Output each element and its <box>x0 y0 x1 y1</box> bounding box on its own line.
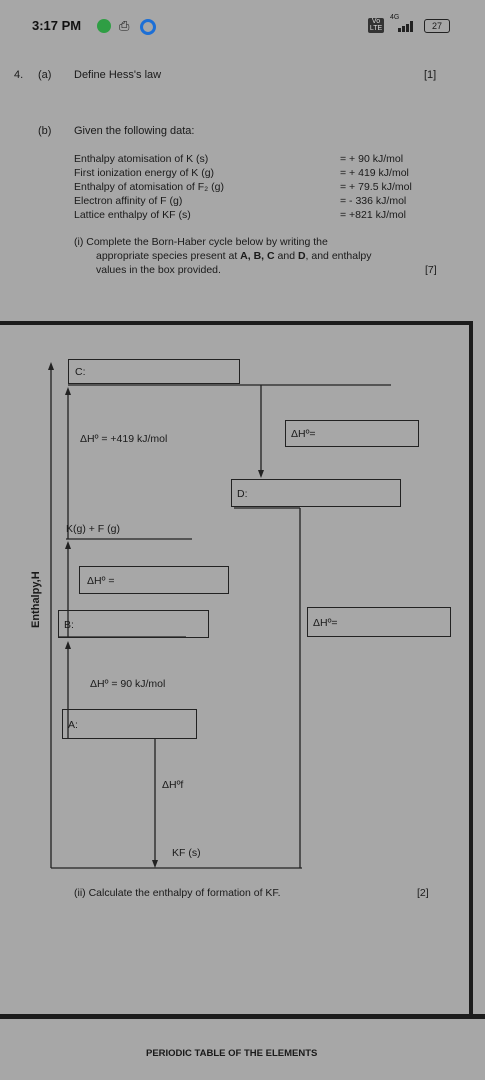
data-row-label: Enthalpy of atomisation of F₂ (g) <box>74 181 224 193</box>
data-row-value: = + 79.5 kJ/mol <box>340 181 412 193</box>
arrowhead-top-right <box>258 470 264 478</box>
arrowhead-dhf <box>152 860 158 868</box>
sub-i-instructions: (i) Complete the Born-Haber cycle below … <box>74 235 449 277</box>
app-notification-icon <box>140 19 156 35</box>
data-row-value: = - 336 kJ/mol <box>340 195 407 207</box>
box-c[interactable]: C: <box>68 359 240 384</box>
whatsapp-icon <box>97 19 111 33</box>
box-d[interactable]: D: <box>231 479 401 507</box>
battery-icon: 27 <box>424 19 450 33</box>
box-c-label: C: <box>75 366 86 378</box>
signal-icon <box>398 20 418 32</box>
page-edge <box>469 321 473 1016</box>
box-a-label: A: <box>68 719 78 731</box>
periodic-table-heading: PERIODIC TABLE OF THE ELEMENTS <box>146 1048 318 1059</box>
box-b-label: B: <box>64 619 74 631</box>
dh-f-label: ΔHºf <box>162 779 184 791</box>
page-divider-bottom <box>0 1014 485 1019</box>
box-a[interactable]: A: <box>62 709 197 739</box>
box-d-label: D: <box>237 488 248 500</box>
data-values: = + 90 kJ/mol = + 419 kJ/mol = + 79.5 kJ… <box>340 152 450 222</box>
network-type: 4G <box>390 14 400 21</box>
part-a-text: Define Hess's law <box>74 69 162 81</box>
kg-fg-label: K(g) + F (g) <box>66 523 120 535</box>
data-labels: Enthalpy atomisation of K (s) First ioni… <box>74 152 334 222</box>
sub-i-line2: appropriate species present at A, B, C a… <box>96 250 372 262</box>
data-row-label: First ionization energy of K (g) <box>74 167 215 179</box>
part-b-label: (b) <box>38 125 52 137</box>
sim-icon: ⎙ <box>119 18 130 33</box>
sub-i-marks: [7] <box>425 264 437 276</box>
kf-s-label: KF (s) <box>172 847 201 859</box>
data-row-value: = + 90 kJ/mol <box>340 153 404 165</box>
question-number: 4. <box>14 69 24 81</box>
part-ii-text: (ii) Calculate the enthalpy of formation… <box>74 887 281 899</box>
part-a-marks: [1] <box>424 69 437 81</box>
sub-i-line1: (i) Complete the Born-Haber cycle below … <box>74 236 328 248</box>
status-time: 3:17 PM <box>32 18 82 33</box>
arrowhead-419 <box>65 387 71 395</box>
data-row-label: Electron affinity of F (g) <box>74 195 183 207</box>
part-a-label: (a) <box>38 69 52 81</box>
page-divider <box>0 321 471 325</box>
arrowhead-90 <box>65 641 71 649</box>
axis-arrowhead <box>48 362 54 370</box>
arrowhead-b <box>65 541 71 549</box>
data-row-value: = +821 kJ/mol <box>340 209 406 221</box>
box-dh-left[interactable]: ΔHº = <box>79 566 229 594</box>
box-dh-right-mid[interactable]: ΔHº= <box>307 607 451 637</box>
box-dh-top-right-label: ΔHº= <box>291 428 316 440</box>
part-b-text: Given the following data: <box>74 125 195 137</box>
sub-i-line3: values in the box provided. <box>96 264 221 276</box>
box-dh-right-mid-label: ΔHº= <box>313 617 338 629</box>
box-b[interactable]: B: <box>58 610 209 638</box>
dh-90-label: ΔHº = 90 kJ/mol <box>90 678 166 690</box>
data-row-label: Enthalpy atomisation of K (s) <box>74 153 209 165</box>
data-row-value: = + 419 kJ/mol <box>340 167 409 179</box>
data-row-label: Lattice enthalpy of KF (s) <box>74 209 191 221</box>
box-dh-left-label: ΔHº = <box>87 575 115 587</box>
dh-419-label: ΔHº = +419 kJ/mol <box>80 433 168 445</box>
box-dh-top-right[interactable]: ΔHº= <box>285 420 419 447</box>
part-ii-marks: [2] <box>417 887 429 899</box>
